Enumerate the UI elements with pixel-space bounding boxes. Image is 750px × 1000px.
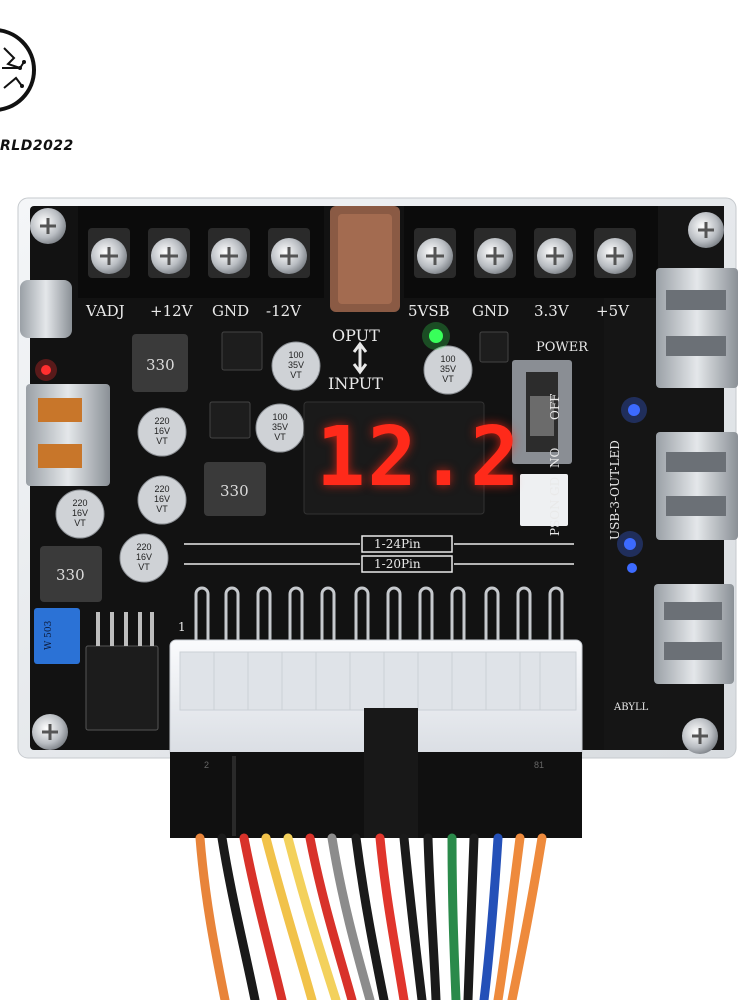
label-plus5v: +5V xyxy=(596,302,629,320)
label-power: POWER xyxy=(536,340,589,355)
display-reading: 12.2 xyxy=(316,410,522,505)
connector-latch xyxy=(364,708,418,838)
label-gd: GD xyxy=(548,476,562,496)
label-gnd-left: GND xyxy=(212,302,250,320)
label-vadj: VADJ xyxy=(86,302,125,320)
corner-screws xyxy=(30,208,724,754)
label-24pin: 1-24Pin xyxy=(374,537,421,551)
watermark-text: RLD2022 xyxy=(0,138,74,154)
inductor-label-2: 330 xyxy=(220,482,249,500)
led-green xyxy=(429,329,443,343)
label-plus12v: +12V xyxy=(150,302,193,320)
inductor-label-1: 330 xyxy=(146,356,175,374)
inductor-label-3: 330 xyxy=(56,566,85,584)
usb-a-ports-right xyxy=(654,268,738,684)
inductors xyxy=(40,334,266,602)
label-pson: PSON xyxy=(548,499,562,536)
terminal-screws xyxy=(88,228,636,278)
led-red xyxy=(41,365,51,375)
pin-loops xyxy=(194,586,564,640)
wire-bundle xyxy=(195,833,547,1000)
label-abyll: ABYLL xyxy=(614,702,649,713)
capacitors xyxy=(55,341,473,583)
label-off: OFF xyxy=(548,393,562,421)
label-5vsb: 5VSB xyxy=(408,302,450,320)
connector-label-right: 81 xyxy=(534,760,545,770)
label-20pin: 1-20Pin xyxy=(374,557,421,571)
label-input: INPUT xyxy=(328,374,383,393)
label-pin-one: 1 xyxy=(178,620,186,634)
usb-c-port xyxy=(20,280,72,338)
label-gnd-right: GND xyxy=(472,302,510,320)
label-minus12v: -12V xyxy=(266,302,301,320)
connector-label-left: 2 xyxy=(204,760,210,770)
label-no: NO xyxy=(548,447,562,468)
potentiometer xyxy=(34,608,80,664)
led-blue-1 xyxy=(628,404,640,416)
label-3v3: 3.3V xyxy=(534,302,569,320)
direction-arrow xyxy=(352,341,368,375)
brand-logo xyxy=(0,28,36,112)
label-pot: W 503 xyxy=(44,620,54,650)
label-usb-led: USB-3-OUT-LED xyxy=(608,440,622,540)
seven-segment-display xyxy=(303,401,485,515)
led-blue-2 xyxy=(624,538,636,550)
label-oput: OPUT xyxy=(332,326,380,345)
